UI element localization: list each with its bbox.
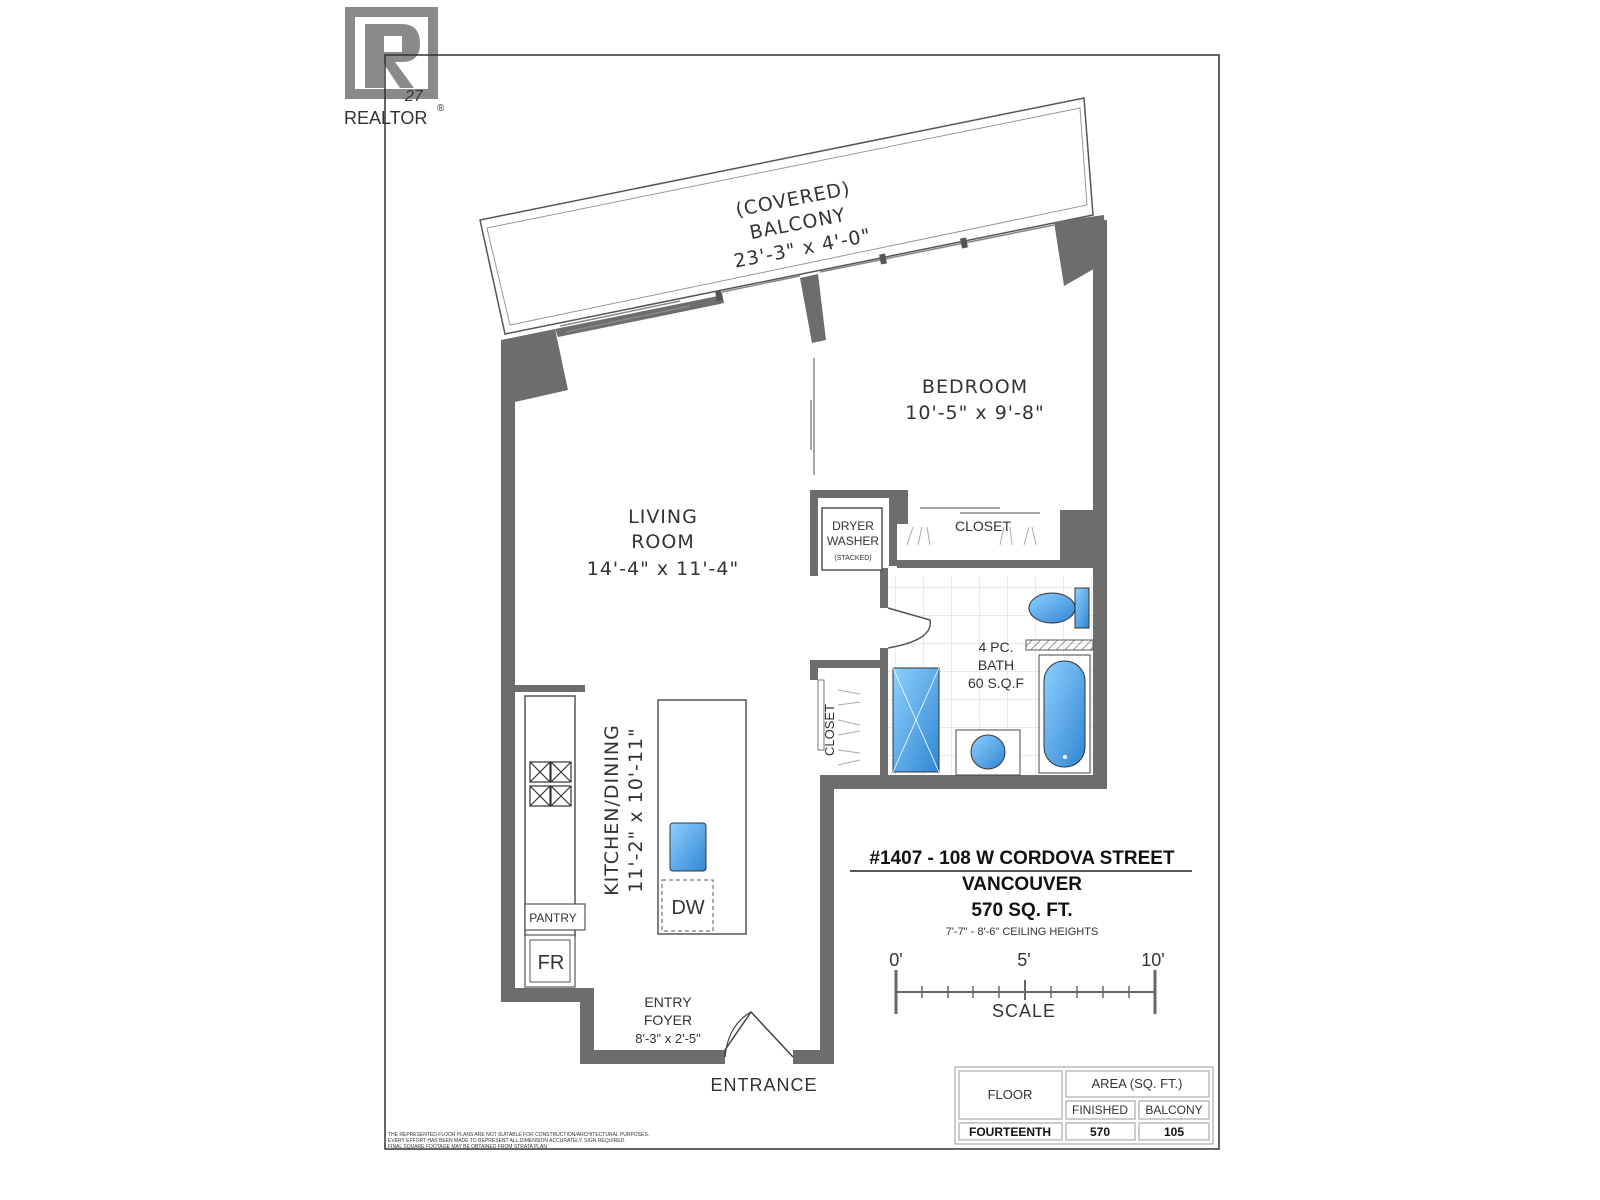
table-balcony-value: 105 bbox=[1164, 1125, 1184, 1139]
bathtub-icon bbox=[1038, 654, 1091, 774]
dryer-label: DRYER bbox=[832, 519, 874, 533]
fridge bbox=[524, 934, 576, 988]
bath-label-3: 60 S.Q.F bbox=[968, 675, 1024, 691]
bedroom-label: BEDROOM bbox=[922, 376, 1028, 398]
listing-city: VANCOUVER bbox=[962, 874, 1082, 895]
dishwasher bbox=[661, 879, 714, 932]
living-room-label-2: ROOM bbox=[631, 531, 695, 553]
bath-door bbox=[887, 607, 931, 649]
hall-closet-label: CLOSET bbox=[822, 704, 837, 756]
ceiling-heights: 7'-7" - 8'-6" CEILING HEIGHTS bbox=[946, 926, 1099, 938]
bath-label-1: 4 PC. bbox=[978, 639, 1013, 655]
table-finished-header: FINISHED bbox=[1072, 1103, 1128, 1117]
pantry bbox=[524, 903, 586, 931]
towel-bar bbox=[1025, 639, 1094, 651]
scale-tick-0: 0' bbox=[889, 950, 902, 970]
entrance-label: ENTRANCE bbox=[710, 1075, 817, 1095]
pantry-label: PANTRY bbox=[529, 911, 577, 925]
svg-text:27: 27 bbox=[404, 88, 424, 105]
dishwasher-label: DW bbox=[671, 897, 704, 919]
table-balcony-header: BALCONY bbox=[1145, 1103, 1202, 1117]
kitchen-island bbox=[657, 699, 747, 935]
sink-icon bbox=[955, 729, 1021, 776]
scale-bar: 0' 5' 10' SCALE bbox=[889, 950, 1164, 1021]
kitchen-counter bbox=[524, 695, 576, 937]
table-floor-value: FOURTEENTH bbox=[969, 1125, 1051, 1139]
cooktop-icon bbox=[529, 761, 572, 807]
scale-label: SCALE bbox=[992, 1001, 1056, 1021]
toilet-icon bbox=[1028, 587, 1090, 629]
listing-area: 570 SQ. FT. bbox=[971, 900, 1072, 921]
entry-label-1: ENTRY bbox=[644, 994, 692, 1010]
bath-label-2: BATH bbox=[978, 657, 1014, 673]
living-room-label-1: LIVING bbox=[628, 506, 698, 528]
disclaimer-line-2: EVERY EFFORT HAS BEEN MADE TO REPRESENT … bbox=[388, 1138, 626, 1144]
area-table bbox=[954, 1066, 1214, 1145]
table-finished-value: 570 bbox=[1090, 1125, 1110, 1139]
page-frame bbox=[384, 54, 1220, 1150]
table-floor-header: FLOOR bbox=[988, 1087, 1033, 1102]
kitchen-sink-icon bbox=[669, 822, 707, 872]
scale-tick-5: 5' bbox=[1017, 950, 1030, 970]
shower-icon bbox=[892, 667, 940, 773]
washer-label: WASHER bbox=[827, 534, 880, 548]
disclaimer-line-1: THE REPRESENTED FLOOR PLANS ARE NOT SUIT… bbox=[388, 1132, 649, 1138]
stacked-label: (STACKED) bbox=[834, 555, 871, 562]
bedroom-closet-label: CLOSET bbox=[955, 518, 1011, 534]
disclaimer-line-3: FINAL SQUARE FOOTAGE MAY BE OBTAINED FRO… bbox=[388, 1144, 547, 1150]
scale-tick-10: 10' bbox=[1141, 950, 1164, 970]
washer-dryer bbox=[821, 507, 883, 571]
entry-label-2: FOYER bbox=[644, 1012, 692, 1028]
listing-address: #1407 - 108 W CORDOVA STREET bbox=[869, 848, 1175, 869]
kitchen-label: KITCHEN/DINING bbox=[601, 724, 623, 896]
fridge-label: FR bbox=[538, 952, 565, 974]
balcony bbox=[479, 97, 1094, 335]
realtor-logo: 27 REALTOR ® bbox=[344, 7, 445, 128]
table-area-header: AREA (SQ. FT.) bbox=[1091, 1076, 1182, 1091]
entry-door-swing bbox=[724, 1011, 752, 1058]
entry-dims: 8'-3" x 2'-5" bbox=[635, 1031, 701, 1046]
kitchen-dims: 11'-2" x 10'-11" bbox=[625, 727, 647, 893]
registered-mark: ® bbox=[437, 103, 445, 114]
bedroom-dims: 10'-5" x 9'-8" bbox=[905, 402, 1044, 424]
living-room-dims: 14'-4" x 11'-4" bbox=[587, 558, 740, 580]
walls bbox=[501, 215, 1107, 1064]
